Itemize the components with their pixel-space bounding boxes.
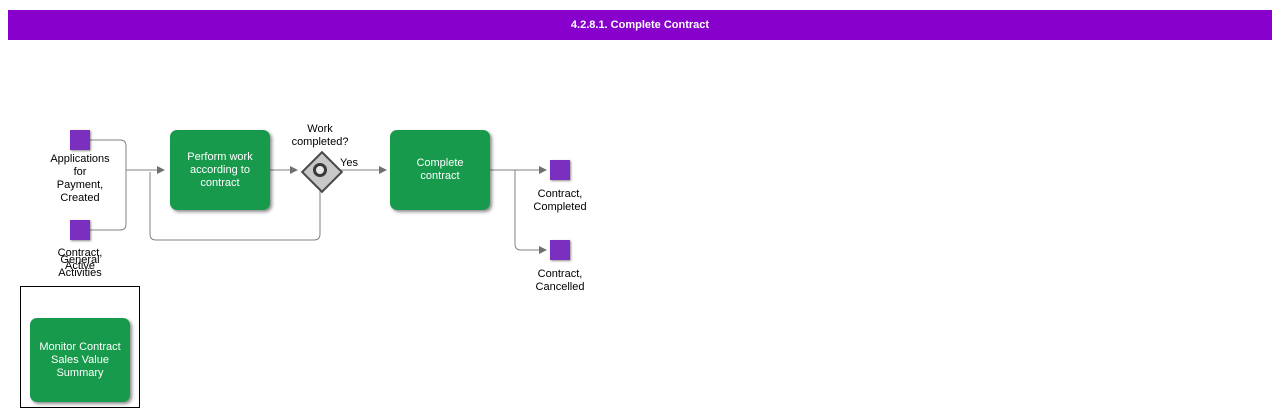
event-contract-cancelled-label: Contract, Cancelled — [535, 268, 585, 293]
task-complete-contract[interactable]: Complete contract — [390, 130, 490, 210]
task-perform-work[interactable]: Perform work according to contract — [170, 130, 270, 210]
task-monitor-contract-sales-value-summary[interactable]: Monitor Contract Sales Value Summary — [30, 318, 130, 402]
event-contract-cancelled[interactable] — [550, 240, 570, 260]
gateway-event-circle-icon — [313, 163, 327, 177]
gateway-yes-label: Yes — [340, 157, 358, 169]
event-contract-completed-label: Contract, Completed — [533, 188, 587, 213]
event-contract-completed[interactable] — [550, 160, 570, 180]
event-general-activities-label: General Activities — [58, 254, 102, 279]
event-contract-active-label: Contract, Active — [57, 247, 103, 272]
event-applications-created[interactable] — [70, 130, 90, 150]
title-bar: 4.2.8.1. Complete Contract — [8, 10, 1272, 40]
event-applications-created-label: Applications for Payment, Created — [50, 153, 110, 204]
event-contract-active[interactable] — [70, 220, 90, 240]
gateway-question-label: Work completed? — [291, 123, 349, 148]
